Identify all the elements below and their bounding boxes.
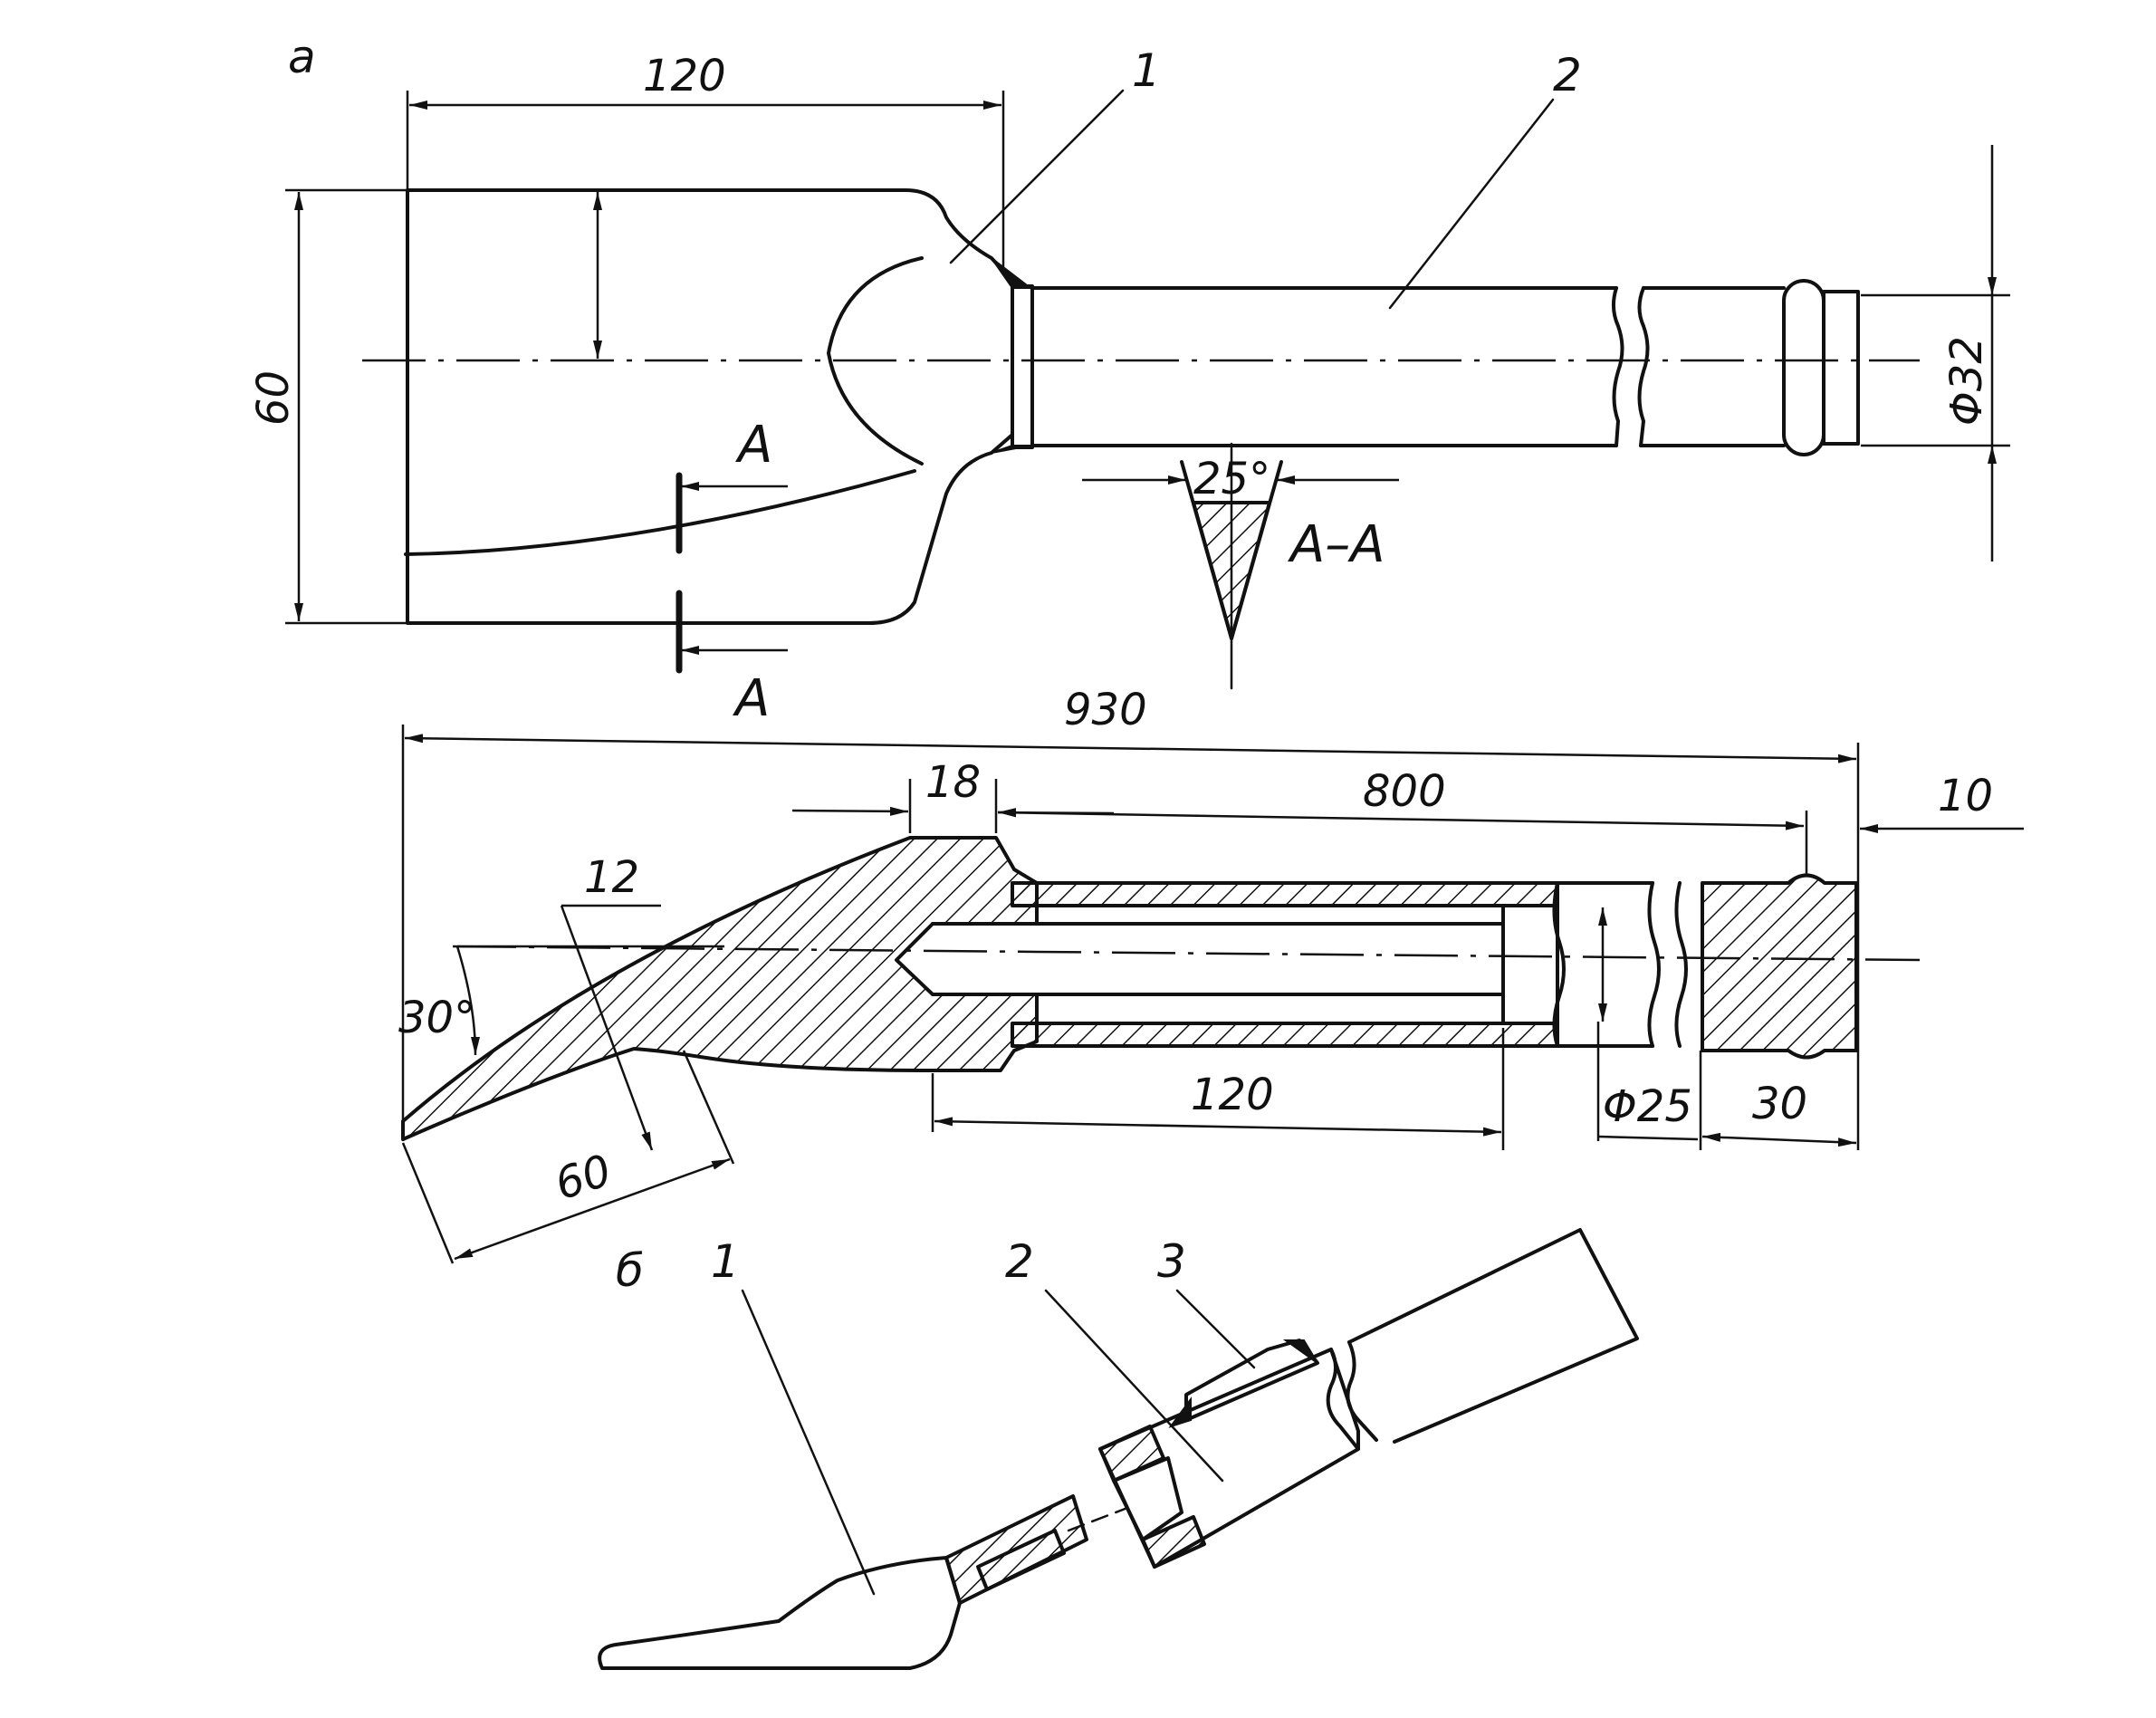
- wedge-block: [1184, 1339, 1319, 1422]
- dim-30-label: 30: [1752, 1079, 1807, 1129]
- shaft-end-bead: [1782, 279, 1825, 456]
- b-part-2-label: 2: [1005, 1235, 1034, 1288]
- tip-axis: [1067, 1506, 1129, 1532]
- dim-18-label: 18: [925, 757, 981, 808]
- ext-line-25-b: [1597, 1135, 1699, 1141]
- dim-line-930: [404, 734, 1857, 763]
- tube-break-2: [1647, 881, 1661, 1048]
- bore-step: [1501, 881, 1559, 1048]
- dim-32-label: Φ32: [1941, 336, 1992, 426]
- dim-60-bevel-label: 60: [549, 1145, 617, 1210]
- neck-ridge: [827, 256, 924, 465]
- tube-break-b1: [1326, 1348, 1360, 1451]
- b-part-3-label: 3: [1157, 1235, 1186, 1288]
- view-b-label: б: [616, 1244, 644, 1297]
- section-aa-title: A–A: [1288, 515, 1385, 574]
- b-part-1-label: 1: [711, 1235, 740, 1288]
- view-a-label: а: [288, 31, 316, 83]
- socket-bore: [1112, 1456, 1183, 1541]
- dim-line-120-bore: [934, 1117, 1502, 1137]
- wedge-weld-right: [1282, 1339, 1318, 1364]
- tip-blade: [598, 1556, 962, 1670]
- tube-wall-bottom: [1011, 1022, 1559, 1048]
- tip-shank-core: [976, 1529, 1066, 1591]
- shaft-break-1: [1612, 286, 1624, 447]
- head-solid-section: [401, 836, 1039, 1141]
- leader-b-part-2: [1044, 1289, 1224, 1483]
- dim-930-label: 930: [1064, 685, 1147, 735]
- view-b-assembly: б 1 2 3: [598, 1228, 1639, 1670]
- shaft-break-2: [1637, 286, 1650, 447]
- shaft-collar: [1011, 284, 1034, 449]
- socket-body: [1098, 1348, 1360, 1569]
- dim-120-bore-label: 120: [1191, 1070, 1274, 1120]
- leader-b-part-3: [1175, 1289, 1256, 1369]
- blade-bevel-line: [404, 469, 916, 556]
- shaft-body-left: [1030, 286, 1618, 447]
- tube-break-3: [1674, 881, 1688, 1048]
- view-a-section: 930 18 800 10 12 30°: [398, 685, 2024, 1264]
- tube-break-1: [1552, 881, 1566, 1048]
- end-plug-section: [1701, 873, 1858, 1060]
- tube-outer-mid: [1556, 881, 1654, 1048]
- dim-800-label: 800: [1363, 766, 1446, 817]
- section-marker-top: A: [735, 416, 772, 475]
- shaft-end-cap: [1822, 290, 1860, 446]
- angle-30-arc: [455, 945, 480, 1056]
- part-1-label: 1: [1132, 44, 1161, 97]
- shaft-body-right: [1639, 286, 1786, 447]
- angle-30-label: 30°: [398, 993, 475, 1043]
- dim-line-800: [997, 808, 1805, 830]
- section-marker-bottom: A: [733, 669, 770, 728]
- view-a-top: а 120 60 Φ32: [248, 31, 2010, 728]
- leader-part-2: [1388, 98, 1555, 310]
- dim-10-label: 10: [1938, 771, 1993, 821]
- dim-line-60-bevel: [454, 1157, 731, 1261]
- dim-60-label: 60: [248, 370, 299, 426]
- dim-25-label: Φ25: [1603, 1081, 1692, 1132]
- dim-line-30: [1701, 1132, 1857, 1147]
- blade-outline: [406, 188, 1014, 625]
- dim-120-label: 120: [643, 51, 726, 101]
- ext-line-60-right: [682, 1050, 735, 1165]
- leader-part-1: [949, 89, 1125, 264]
- ext-line-60-left: [401, 1142, 455, 1264]
- center-axis-section: [452, 945, 1921, 962]
- leader-b-part-1: [741, 1289, 876, 1596]
- angle-25-label: 25°: [1193, 454, 1270, 504]
- weld-fillet-top: [991, 257, 1033, 289]
- wedge-weld-left: [1168, 1396, 1192, 1428]
- handle-tube: [1347, 1228, 1639, 1444]
- tube-break-b2: [1346, 1340, 1378, 1442]
- dim-12-label: 12: [584, 852, 639, 903]
- part-2-label: 2: [1553, 49, 1582, 101]
- tube-wall-top: [1011, 881, 1559, 907]
